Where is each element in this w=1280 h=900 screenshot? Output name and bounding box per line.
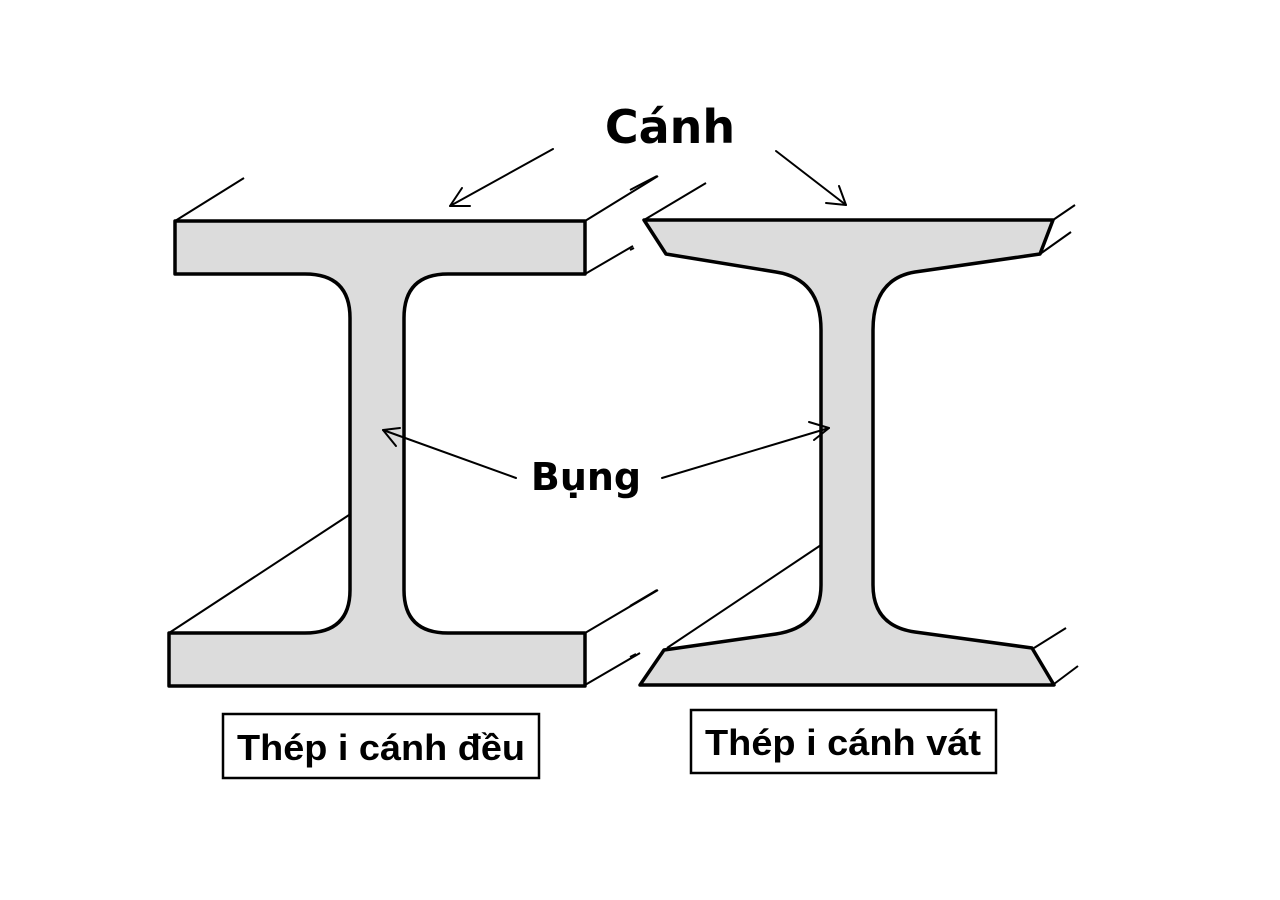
depth-line-top-right-lower [1039, 231, 1072, 255]
web-arrow-left [382, 427, 517, 479]
depth-line-top-right-lower [584, 245, 634, 275]
depth-line-top-left [643, 182, 707, 221]
depth-line-bottom-right [1033, 627, 1067, 649]
depth-line-top-left-outer [629, 175, 658, 191]
depth-line-top-right [584, 175, 659, 222]
web-label: Bụng [531, 455, 641, 499]
caption-tapered-flange: Thép i cánh vát [689, 708, 998, 775]
depth-line-bottom-left [666, 544, 822, 649]
equal-flange-section [167, 219, 587, 688]
caption-equal-flange-text: Thép i cánh đều [237, 727, 525, 768]
tapered-flange-i-beam [629, 175, 1079, 687]
caption-tapered-flange-text: Thép i cánh vát [705, 722, 981, 763]
tapered-flange-section [638, 218, 1056, 687]
depth-line-bottom-right-lower [1053, 665, 1079, 685]
flange-arrow-left [449, 148, 554, 207]
flange-arrow-right [775, 150, 847, 206]
depth-line-bottom-left-outer [629, 589, 658, 607]
web-arrow-right [661, 421, 830, 479]
depth-line-left-mid [629, 247, 635, 251]
depth-line-top-right [1052, 204, 1076, 221]
depth-line-top-left [174, 177, 245, 222]
equal-flange-i-beam [167, 175, 659, 688]
depth-line-bottom-right-lower [584, 652, 641, 686]
caption-equal-flange: Thép i cánh đều [221, 712, 541, 780]
depth-line-bottom-left-lower [629, 653, 637, 658]
flange-label: Cánh [605, 100, 735, 154]
depth-line-bottom-left [168, 514, 350, 634]
